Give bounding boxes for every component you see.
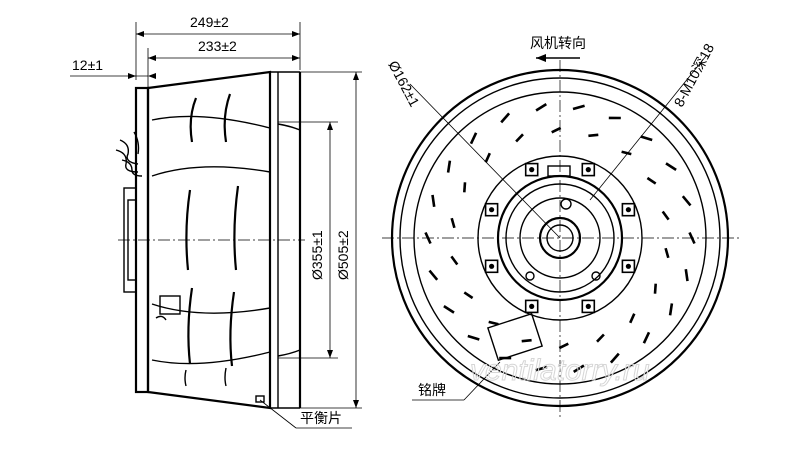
blade-slots-side <box>184 93 240 387</box>
blade-mark <box>443 305 455 314</box>
blade-mark <box>664 247 670 259</box>
blade-mark <box>596 333 605 343</box>
blade-mark <box>488 320 499 326</box>
blade-mark <box>500 112 511 124</box>
blade-mark <box>681 195 692 207</box>
bolt-circle-label: Ø162±1 <box>385 58 423 110</box>
blade-mark <box>640 135 653 142</box>
blade-mark <box>521 338 532 343</box>
blade-mark <box>573 364 585 374</box>
blade-mark <box>661 210 670 221</box>
front-view: 铭牌 Ø162±1 8-M10深18 风机转向 <box>382 36 740 420</box>
nameplate-plate <box>486 312 544 362</box>
blade-mark <box>535 365 548 372</box>
inlet-diameter-label: Ø355±1 <box>309 230 325 280</box>
blade-mark <box>629 313 636 324</box>
bolt-hole <box>621 202 636 217</box>
blade-mark <box>469 132 478 145</box>
blade-mark <box>428 269 439 281</box>
blade-mark <box>684 269 689 282</box>
blade-mark <box>558 342 569 350</box>
flange-thickness-label: 12±1 <box>72 57 103 73</box>
bolt-hole <box>484 259 499 274</box>
watermark: ventilatorry.ru <box>470 354 650 387</box>
blade-mark <box>609 352 620 364</box>
blade-mark <box>653 283 657 294</box>
outer-diameter-label: Ø505±2 <box>335 230 351 280</box>
width-blade-label: 233±2 <box>198 38 237 54</box>
blade-mark <box>446 160 452 173</box>
bolt-hole <box>581 162 596 177</box>
blade-marks-front <box>424 102 696 374</box>
bolt-hole <box>524 299 539 314</box>
blade-mark <box>431 194 436 207</box>
bolt-hole <box>621 259 636 274</box>
blade-mark <box>463 291 474 300</box>
blade-mark <box>515 133 524 143</box>
blade-mark <box>467 334 480 341</box>
blade-mark <box>463 182 467 193</box>
blade-mark <box>668 303 674 316</box>
bolt-hole <box>581 299 596 314</box>
blade-mark <box>688 231 696 245</box>
balance-piece-label: 平衡片 <box>300 411 342 427</box>
mounting-holes <box>484 162 636 314</box>
blade-mark <box>450 255 459 266</box>
bolt-hole <box>484 202 499 217</box>
mounting-holes-label: 8-M10深18 <box>671 41 718 110</box>
blade-mark <box>646 176 657 185</box>
side-view: 249±2 233±2 12±1 <box>70 14 362 429</box>
blade-mark <box>424 231 432 245</box>
blade-mark <box>535 102 547 112</box>
rotation-direction-label: 风机转向 <box>530 36 586 52</box>
blade-mark <box>551 126 562 134</box>
blade-mark <box>642 331 651 344</box>
blade-mark <box>588 133 599 138</box>
blade-mark <box>621 150 632 156</box>
blade-mark <box>572 104 585 111</box>
blade-mark <box>665 162 677 171</box>
blade-mark <box>450 217 456 229</box>
width-overall-label: 249±2 <box>190 14 229 30</box>
bolt-hole <box>524 162 539 177</box>
blade-mark <box>484 152 491 163</box>
nameplate-label: 铭牌 <box>418 382 446 399</box>
